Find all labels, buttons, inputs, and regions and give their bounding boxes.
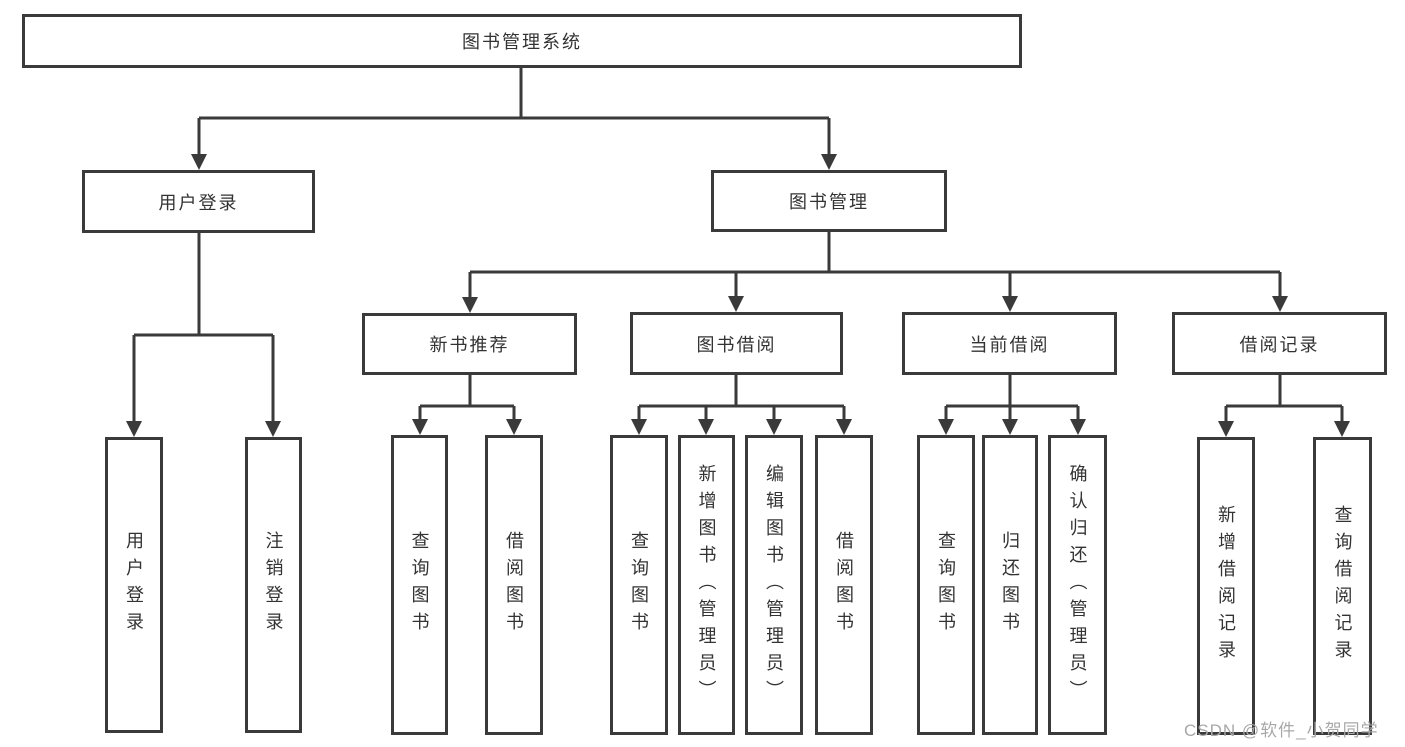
node-label: 归还图书 [1000,531,1020,639]
node-leaf-borrow-books-2: 借阅图书 [815,435,873,735]
node-label: 用户登录 [124,531,144,639]
arrow-down-icon [126,421,142,437]
node-book-system: 图书管理系统 [22,14,1022,68]
node-user-login: 用户登录 [82,170,315,233]
arrow-down-icon [1070,419,1086,435]
node-leaf-return-books: 归还图书 [982,435,1038,735]
node-book-borrowing: 图书借阅 [630,312,843,375]
node-leaf-logout: 注销登录 [245,437,302,733]
arrow-down-icon [191,154,207,170]
node-label: 确认归还（管理员） [1067,463,1088,707]
node-label: 图书管理 [789,192,869,212]
node-label: 新增借阅记录 [1216,505,1236,667]
node-new-book-recommend: 新书推荐 [362,313,577,375]
node-leaf-borrow-books-1: 借阅图书 [485,435,543,735]
node-leaf-user-login: 用户登录 [105,437,163,733]
connector-book-borrowing [637,375,846,421]
node-label: 注销登录 [263,531,284,639]
node-label: 新书推荐 [429,335,510,355]
node-leaf-confirm-return-admin: 确认归还（管理员） [1048,435,1107,735]
node-label: 查询图书 [936,531,956,639]
node-label: 借阅图书 [504,531,524,639]
arrow-down-icon [1002,419,1018,435]
arrow-down-icon [836,419,852,435]
arrow-down-icon [265,421,281,437]
node-label: 图书借阅 [696,334,777,355]
arrow-down-icon [412,419,428,435]
arrow-down-icon [631,419,647,435]
node-leaf-query-books-2: 查询图书 [610,435,668,735]
node-leaf-add-borrow-record: 新增借阅记录 [1197,437,1255,735]
arrow-down-icon [1002,296,1018,312]
arrow-down-icon [506,419,522,435]
arrow-down-icon [1334,421,1350,437]
arrow-down-icon [698,419,714,435]
node-leaf-query-books-1: 查询图书 [391,435,448,735]
connector-root [197,68,831,156]
node-leaf-edit-books-admin: 编辑图书（管理员） [745,435,803,735]
csdn-watermark: CSDN @软件_小贺同学 [1184,721,1379,740]
node-label: 查询图书 [629,531,649,639]
arrow-down-icon [766,419,782,435]
connector-current-borrowing [944,375,1080,421]
node-label: 编辑图书（管理员） [764,463,784,707]
node-label: 用户登录 [158,192,239,213]
node-label: 借阅记录 [1239,334,1320,355]
connector-borrowing-records [1224,375,1344,423]
node-borrowing-records: 借阅记录 [1172,312,1387,375]
connector-book-management [468,232,1282,299]
node-label: 借阅图书 [834,531,854,639]
node-label: 新增图书（管理员） [696,463,717,707]
node-label: 查询借阅记录 [1332,505,1353,667]
connector-user-login [132,233,275,423]
node-leaf-add-books-admin: 新增图书（管理员） [678,435,735,735]
node-label: 图书管理系统 [462,32,582,52]
connector-new-book-recommend [418,375,516,421]
node-label: 查询图书 [409,531,430,639]
arrow-down-icon [1218,421,1234,437]
arrow-down-icon [938,419,954,435]
arrow-down-icon [728,296,744,312]
node-current-borrowing: 当前借阅 [902,312,1117,375]
arrow-down-icon [821,154,837,170]
arrow-down-icon [462,297,478,313]
node-leaf-query-borrow-record: 查询借阅记录 [1313,437,1372,735]
node-leaf-query-books-3: 查询图书 [917,435,975,735]
node-book-management: 图书管理 [711,170,947,232]
arrow-down-icon [1272,296,1288,312]
node-label: 当前借阅 [969,334,1050,355]
